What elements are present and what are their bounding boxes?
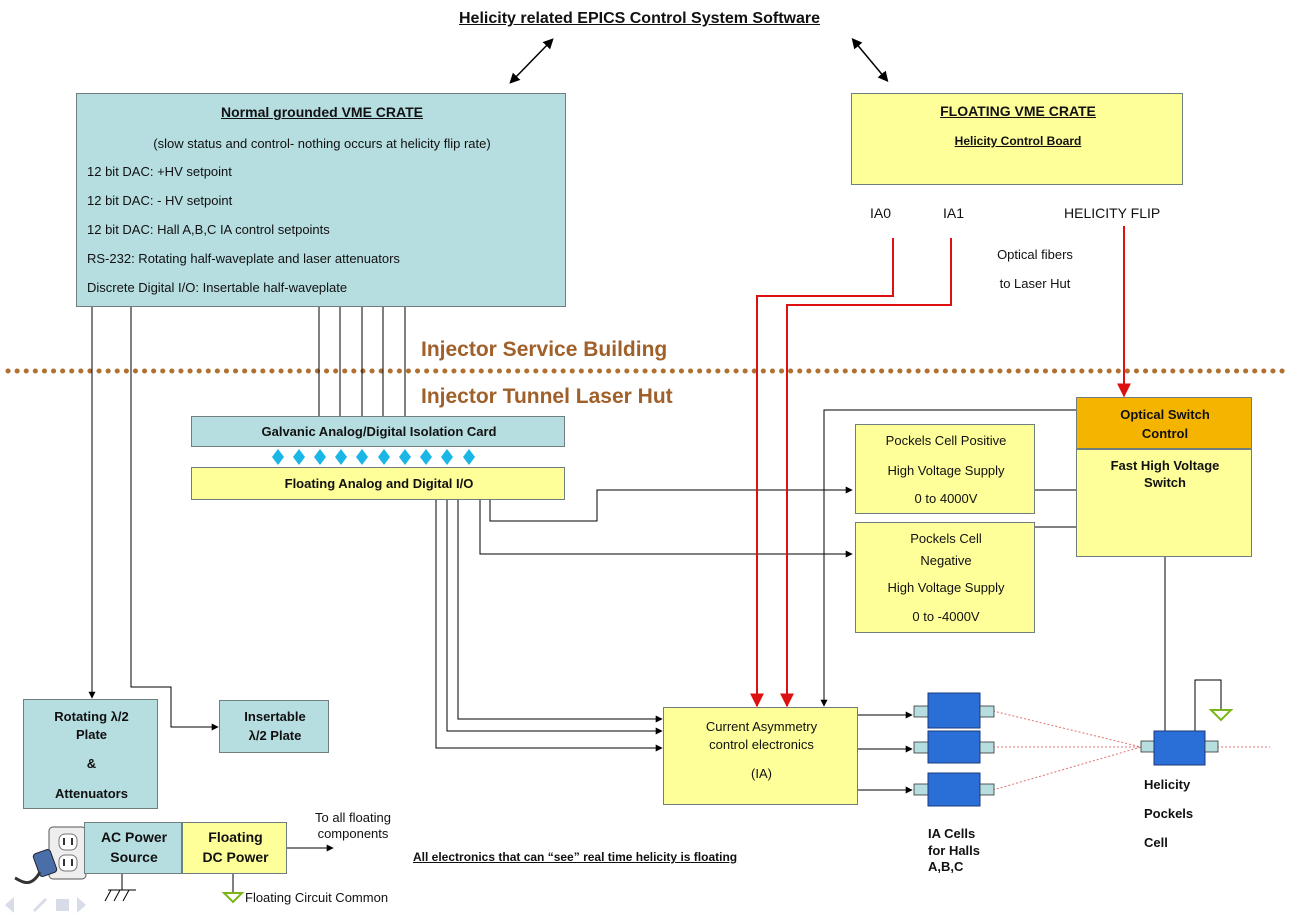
hv-positive-line: 0 to 4000V	[914, 491, 978, 506]
floating-dc-power: Floating DC Power	[182, 822, 287, 874]
hv-negative-line: High Voltage Supply	[887, 580, 1005, 595]
normal-vme-crate: Normal grounded VME CRATE (slow status a…	[76, 93, 566, 307]
normal-crate-subtitle: (slow status and control- nothing occurs…	[153, 136, 491, 151]
page-title: Helicity related EPICS Control System So…	[459, 10, 820, 27]
fiber-ia0	[750, 238, 894, 708]
slide-nav-icons	[5, 897, 86, 913]
rotating-plate-line: Attenuators	[55, 786, 128, 801]
rotating-plate-line: Rotating λ/2	[54, 709, 129, 724]
optical-switch-line: Optical Switch	[1120, 407, 1210, 422]
normal-crate-line: 12 bit DAC: - HV setpoint	[87, 193, 233, 208]
wire-ia-1	[457, 500, 663, 723]
wire-to-hv-positive	[489, 486, 853, 522]
isolation-card-label: Galvanic Analog/Digital Isolation Card	[261, 424, 497, 439]
normal-crate-title: Normal grounded VME CRATE	[221, 104, 423, 120]
hv-positive-supply: Pockels Cell Positive High Voltage Suppl…	[855, 424, 1035, 514]
hv-positive-line: High Voltage Supply	[887, 463, 1005, 478]
dc-power-line: DC Power	[202, 849, 269, 865]
wire-switch-to-ia	[820, 409, 1077, 707]
ia-cells-label-line: for Halls	[928, 843, 981, 858]
fiber-note-line: Optical fibers	[997, 247, 1073, 262]
hv-negative-supply: Pockels Cell Negative High Voltage Suppl…	[855, 522, 1035, 633]
fast-switch-line: Switch	[1144, 475, 1186, 490]
normal-crate-line: 12 bit DAC: +HV setpoint	[87, 164, 232, 179]
normal-crate-line: Discrete Digital I/O: Insertable half-wa…	[87, 280, 348, 295]
ac-power-line: AC Power	[100, 829, 168, 845]
outlet-icon	[14, 826, 87, 884]
helicity-cell-label-line: Cell	[1144, 835, 1168, 850]
helicity-cell-label-line: Pockels	[1144, 806, 1194, 821]
helicity-cell-ground-wire	[1194, 679, 1222, 733]
ia-cells-label-line: A,B,C	[928, 859, 964, 874]
floating-io-label: Floating Analog and Digital I/O	[284, 476, 474, 491]
floating-vme-crate: FLOATING VME CRATE Helicity Control Boar…	[851, 93, 1183, 185]
dc-power-line: Floating	[208, 829, 263, 845]
floating-crate-title: FLOATING VME CRATE	[940, 103, 1096, 119]
rotating-plate-line: Plate	[75, 727, 108, 742]
wire-to-insertable-plate	[130, 306, 219, 731]
wire-ia-2	[446, 500, 663, 735]
helicity-cell-ground-icon	[1208, 709, 1234, 722]
zone-label-service-building: Injector Service Building	[421, 338, 668, 361]
optical-switch-control: Optical Switch Control	[1076, 397, 1252, 449]
floating-common-icon	[221, 892, 245, 904]
normal-crate-line: 12 bit DAC: Hall A,B,C IA control setpoi…	[87, 222, 330, 237]
fast-switch-line: Fast High Voltage	[1110, 458, 1220, 473]
floating-circuit-common-label: Floating Circuit Common	[245, 890, 389, 905]
ia-electronics-line: Current Asymmetry	[705, 719, 818, 734]
ac-power-line: Source	[110, 849, 158, 865]
fast-hv-switch: Fast High Voltage Switch	[1076, 449, 1252, 557]
output-helicity-flip: HELICITY FLIP	[1064, 205, 1161, 221]
wire-ia-3	[435, 500, 663, 752]
wire-to-hv-negative	[479, 500, 853, 558]
current-asymmetry-electronics: Current Asymmetry control electronics (I…	[663, 707, 858, 805]
crate-bus-wires	[318, 306, 406, 416]
normal-crate-line: RS-232: Rotating half-waveplate and lase…	[87, 251, 400, 266]
output-ia1: IA1	[943, 205, 965, 221]
floating-components-note: components	[317, 826, 389, 841]
zone-label-tunnel-laser-hut: Injector Tunnel Laser Hut	[421, 385, 673, 408]
insertable-half-wave-plate: Insertable λ/2 Plate	[219, 700, 329, 753]
laser-paths	[992, 710, 1270, 791]
ia-cell-b	[913, 730, 995, 764]
ia-cell-a	[913, 692, 995, 729]
earth-ground-icon	[104, 874, 136, 902]
helicity-pockels-cell-icon	[1140, 730, 1219, 766]
hv-positive-line: Pockels Cell Positive	[885, 433, 1007, 448]
epics-link-left	[509, 38, 554, 84]
ac-power-source: AC Power Source	[84, 822, 182, 874]
hv-negative-line: Pockels Cell	[910, 531, 982, 546]
fiber-ia1	[780, 238, 952, 708]
helicity-cell-label-line: Helicity	[1144, 777, 1191, 792]
floating-electronics-note: All electronics that can “see” real time…	[413, 850, 738, 864]
rotating-half-wave-plate: Rotating λ/2 Plate & Attenuators	[23, 699, 158, 809]
epics-link-right	[851, 37, 889, 83]
output-ia0: IA0	[870, 205, 892, 221]
insertable-plate-line: λ/2 Plate	[248, 728, 302, 743]
optical-switch-line: Control	[1141, 426, 1189, 441]
isolation-couplers	[272, 449, 475, 465]
floating-analog-digital-io: Floating Analog and Digital I/O	[191, 467, 565, 500]
ia-electronics-line: (IA)	[751, 766, 772, 781]
fiber-note-line: to Laser Hut	[999, 276, 1071, 291]
floating-components-note: To all floating	[315, 810, 391, 825]
hv-negative-line: 0 to -4000V	[912, 609, 980, 624]
ia-cells-label-line: IA Cells	[928, 826, 976, 841]
ia-electronics-line: control electronics	[709, 737, 814, 752]
insertable-plate-line: Insertable	[244, 709, 306, 724]
ia-cell-c	[913, 772, 995, 807]
galvanic-isolation-card: Galvanic Analog/Digital Isolation Card	[191, 416, 565, 447]
hv-negative-line: Negative	[920, 553, 972, 568]
floating-crate-subtitle: Helicity Control Board	[954, 134, 1082, 148]
rotating-plate-line: &	[86, 756, 97, 771]
